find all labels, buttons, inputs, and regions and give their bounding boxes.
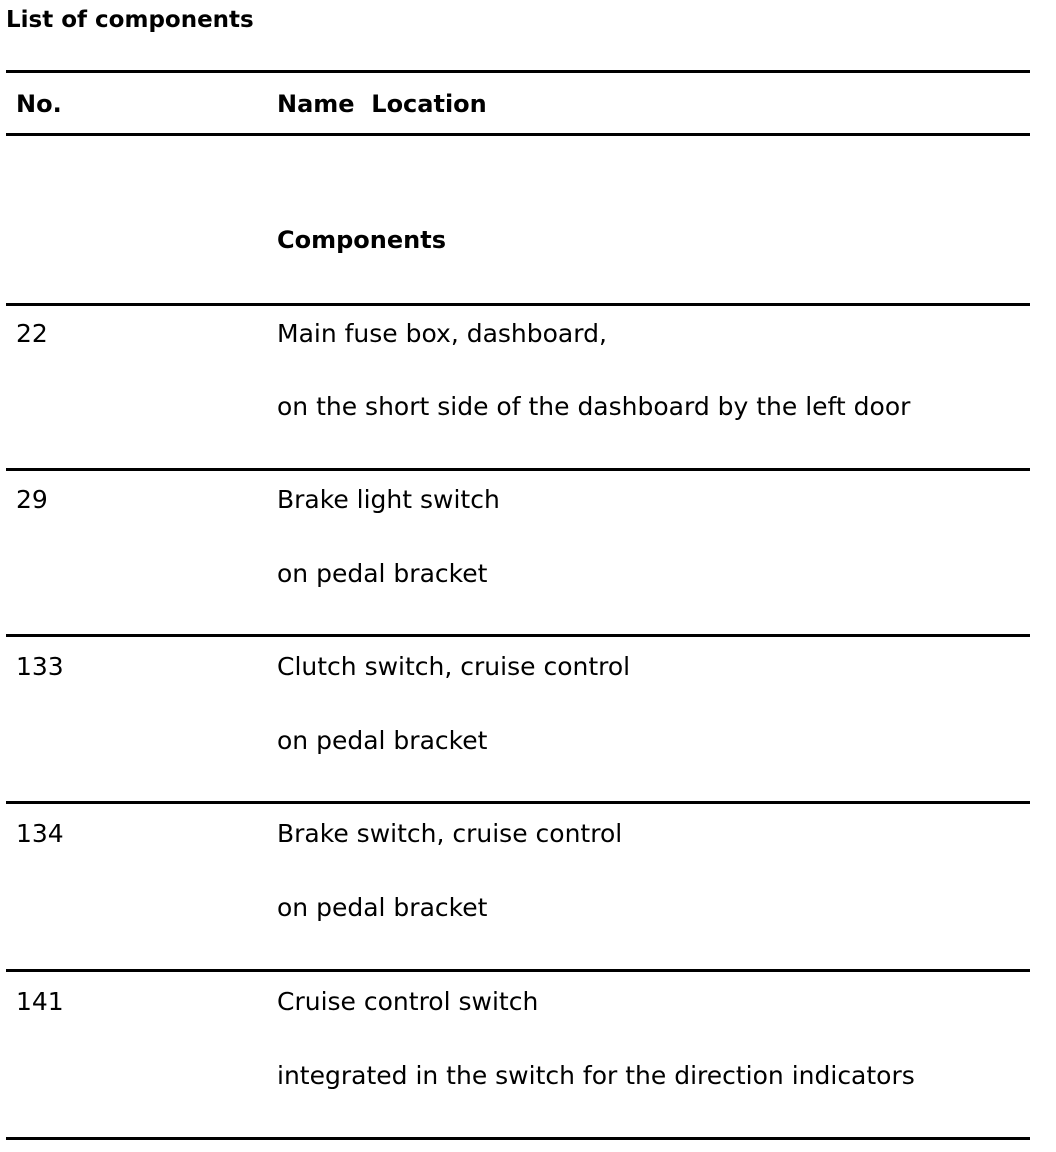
section-label-components: Components <box>277 226 446 254</box>
table-row-location: on pedal bracket <box>277 559 488 588</box>
table-row-name: Main fuse box, dashboard, <box>277 319 607 348</box>
table-row-name: Brake light switch <box>277 485 500 514</box>
table-row-rule <box>6 801 1030 804</box>
table-header-bottom-rule <box>6 133 1030 136</box>
table-row-location: on pedal bracket <box>277 893 488 922</box>
column-header-name-location: Name Location <box>277 90 487 118</box>
table-row-rule <box>6 634 1030 637</box>
column-header-no: No. <box>16 90 62 118</box>
table-row-rule <box>6 969 1030 972</box>
table-row-no: 134 <box>16 819 64 848</box>
table-row-location: on pedal bracket <box>277 726 488 755</box>
table-row-name: Clutch switch, cruise control <box>277 652 631 681</box>
table-bottom-rule <box>6 1137 1030 1140</box>
table-header-top-rule <box>6 70 1030 73</box>
table-row-location: integrated in the switch for the directi… <box>277 1061 915 1090</box>
table-row-no: 141 <box>16 987 64 1016</box>
table-row-location: on the short side of the dashboard by th… <box>277 392 911 421</box>
section-bottom-rule <box>6 303 1030 306</box>
table-row-no: 22 <box>16 319 48 348</box>
table-row-no: 29 <box>16 485 48 514</box>
page-title: List of components <box>6 7 254 33</box>
table-row-name: Brake switch, cruise control <box>277 819 623 848</box>
table-row-name: Cruise control switch <box>277 987 539 1016</box>
table-row-no: 133 <box>16 652 64 681</box>
table-row-rule <box>6 468 1030 471</box>
